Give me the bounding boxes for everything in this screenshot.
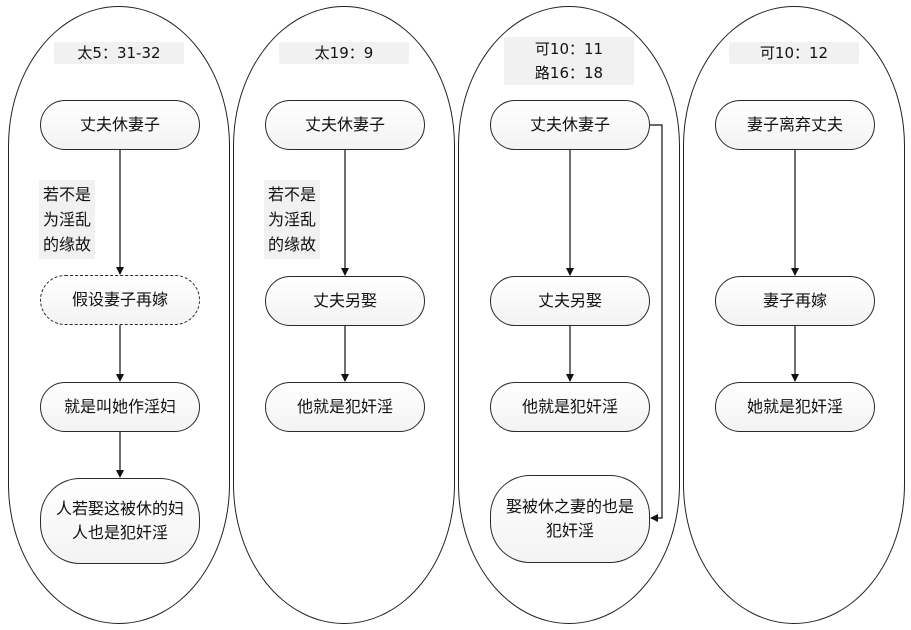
- step-husband-remarries: 丈夫另娶: [265, 276, 425, 326]
- reference-line: 路16：18: [534, 64, 604, 82]
- step-husband-divorces-wife: 丈夫休妻子: [265, 100, 425, 150]
- condition-line: 为淫乱: [43, 210, 92, 229]
- condition-note: 若不是 为淫乱 的缘故: [264, 180, 321, 259]
- step-makes-her-adulteress: 就是叫她作淫妇: [40, 382, 200, 432]
- step-he-commits-adultery: 他就是犯奸淫: [490, 382, 650, 432]
- condition-line: 的缘故: [43, 235, 92, 254]
- scripture-reference: 可10：11 路16：18: [504, 37, 634, 85]
- reference-line: 可10：11: [534, 40, 604, 58]
- scripture-reference: 太19：9: [279, 42, 409, 64]
- step-he-commits-adultery: 他就是犯奸淫: [265, 382, 425, 432]
- step-husband-divorces-wife: 丈夫休妻子: [40, 100, 200, 150]
- step-she-commits-adultery: 她就是犯奸淫: [715, 382, 875, 432]
- scripture-reference: 可10：12: [729, 42, 859, 64]
- step-wife-remarries: 妻子再嫁: [715, 276, 875, 326]
- condition-line: 若不是: [268, 185, 317, 204]
- condition-note: 若不是 为淫乱 的缘故: [39, 180, 96, 259]
- step-wife-remarries-hypothetical: 假设妻子再嫁: [40, 275, 200, 325]
- condition-line: 为淫乱: [268, 210, 317, 229]
- step-marrying-divorced-wife-adultery: 娶被休之妻的也是犯奸淫: [490, 475, 650, 563]
- condition-line: 的缘故: [268, 235, 317, 254]
- step-marrying-divorced-woman-adultery: 人若娶这被休的妇人也是犯奸淫: [40, 478, 200, 564]
- step-husband-divorces-wife: 丈夫休妻子: [490, 100, 650, 150]
- scripture-reference: 太5：31-32: [54, 42, 184, 64]
- step-wife-leaves-husband: 妻子离弃丈夫: [715, 100, 875, 150]
- step-husband-remarries: 丈夫另娶: [490, 276, 650, 326]
- condition-line: 若不是: [43, 185, 92, 204]
